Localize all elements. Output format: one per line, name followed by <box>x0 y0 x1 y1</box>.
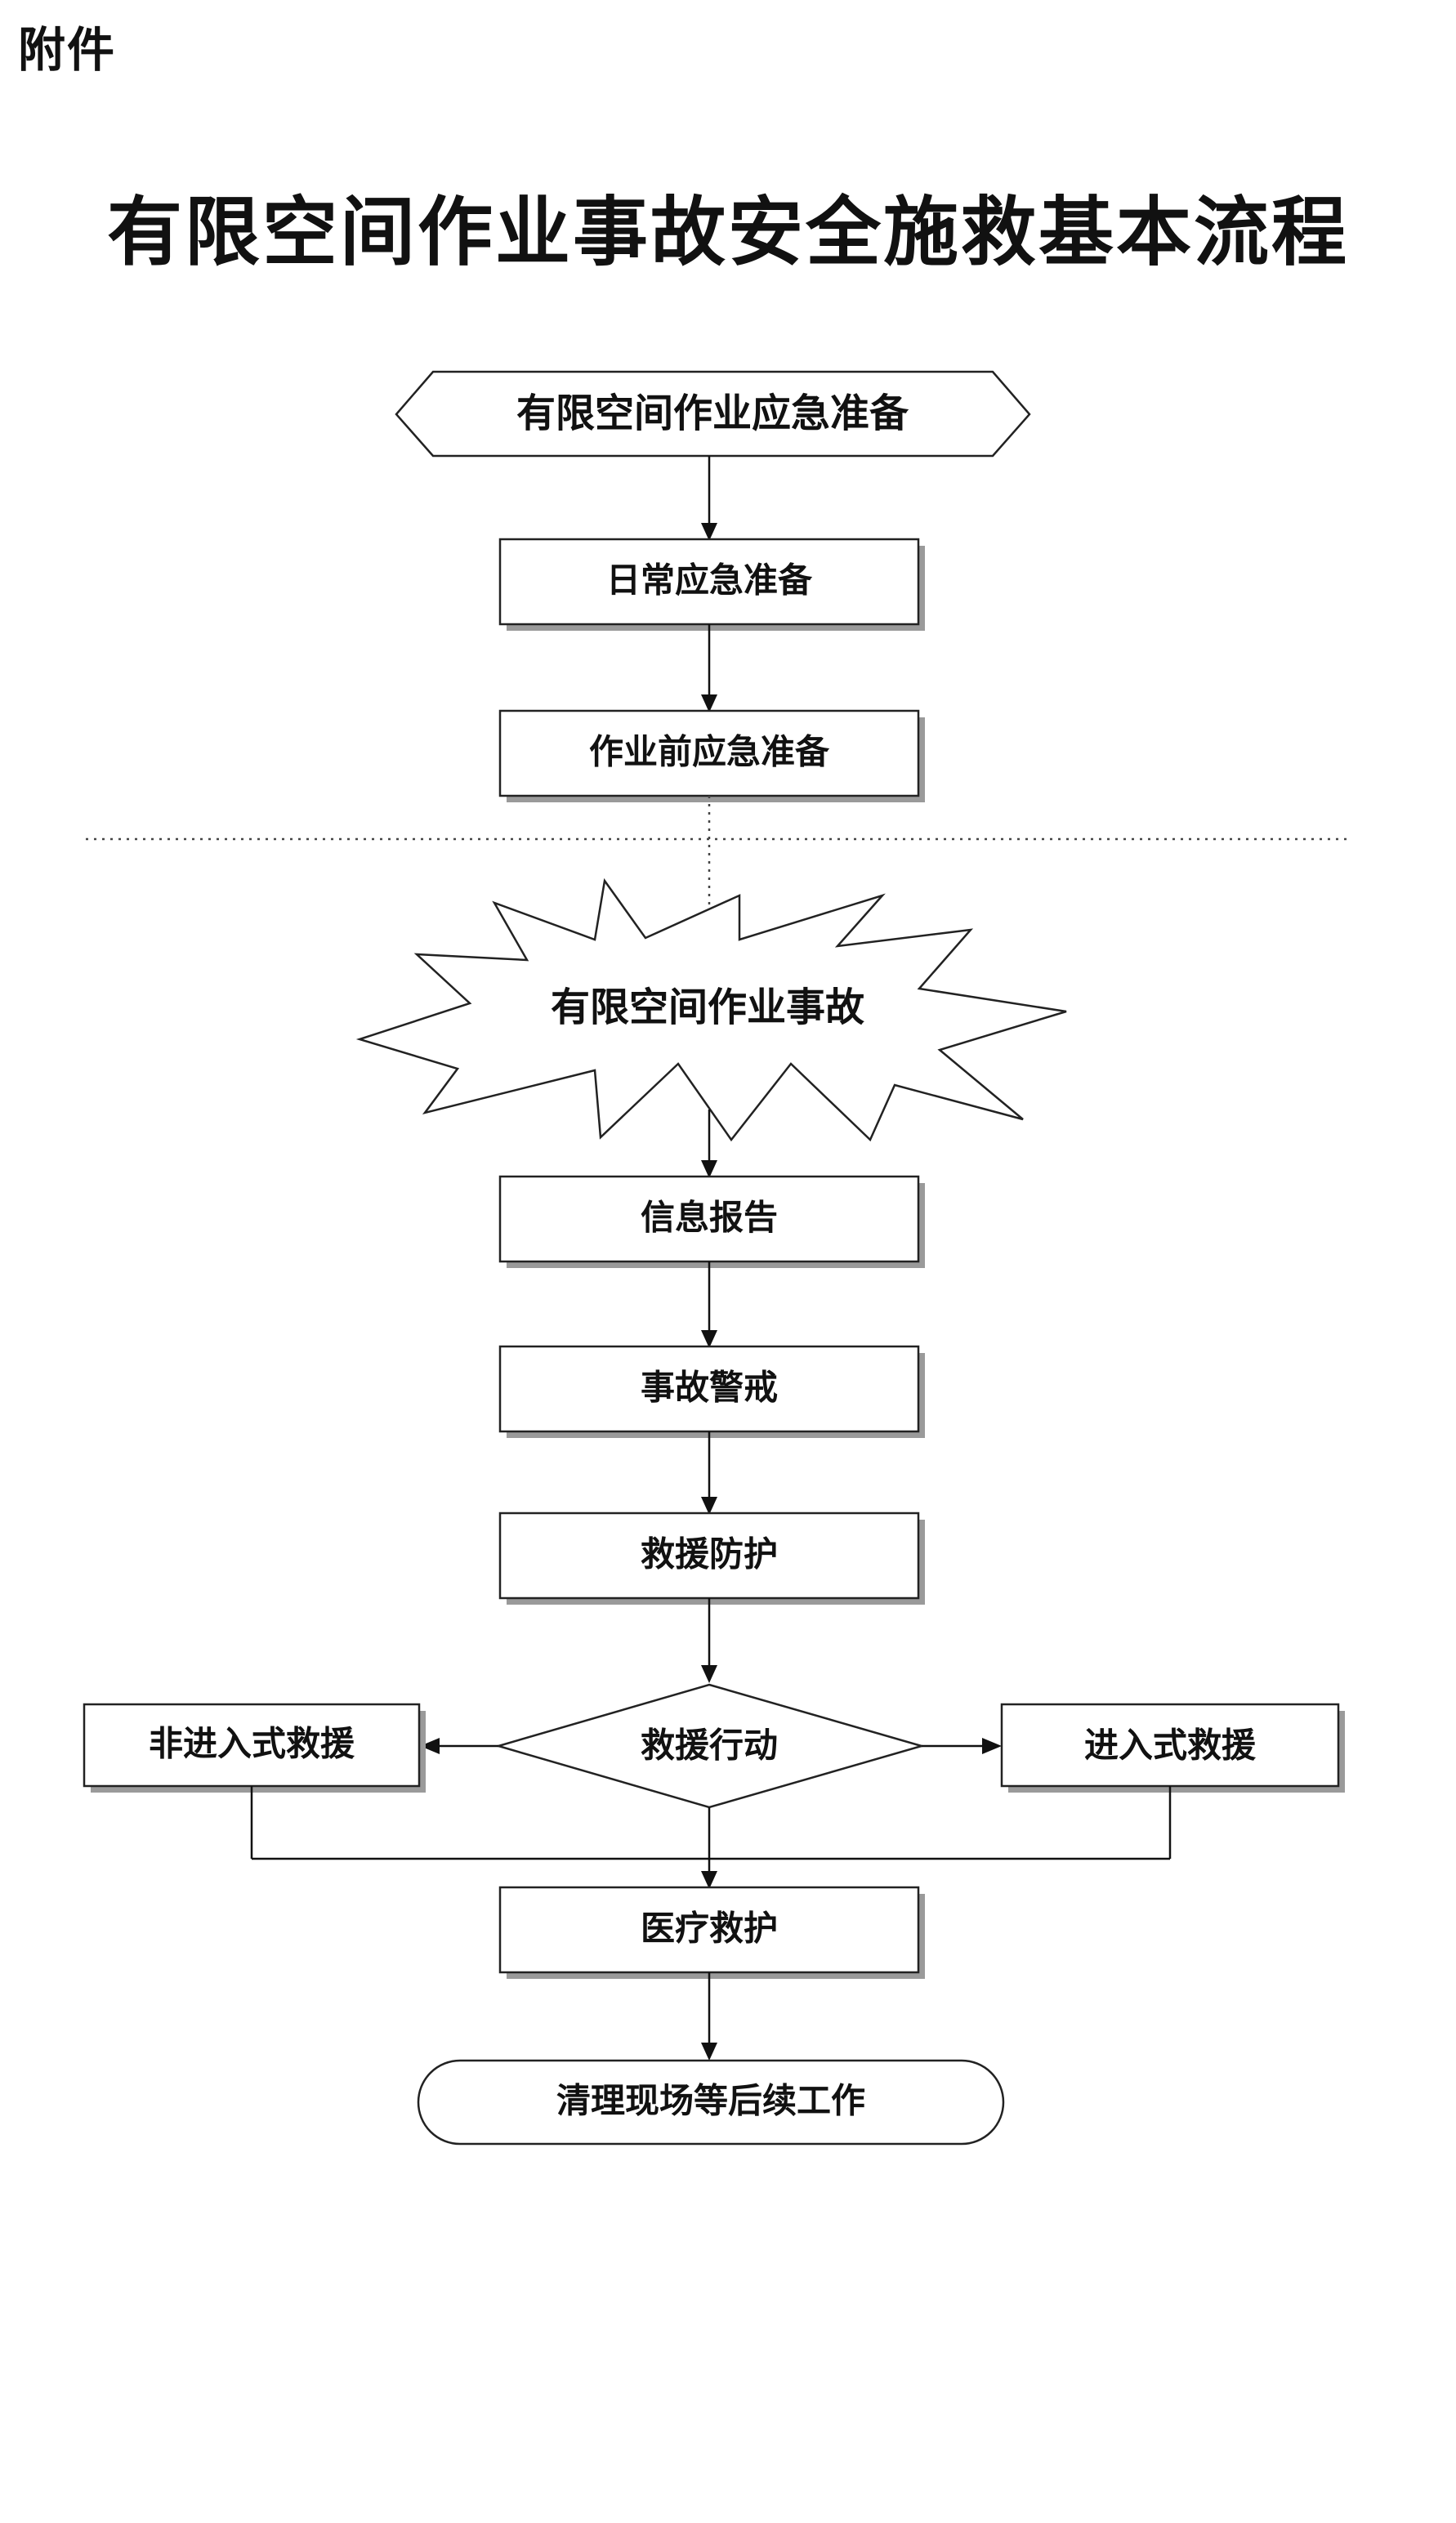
connector-accident-to-report <box>701 1110 717 1178</box>
node-cleanup: 清理现场等后续工作 <box>417 2059 1005 2146</box>
node-non-entry-rescue-label: 非进入式救援 <box>149 1724 355 1764</box>
connector-merge-to-medical <box>250 1786 1172 1889</box>
node-info-report: 信息报告 <box>498 1175 925 1268</box>
connector-daily-to-prework <box>701 624 717 712</box>
node-accident-label: 有限空间作业事故 <box>551 985 864 1030</box>
node-info-report-label: 信息报告 <box>641 1198 778 1238</box>
node-emergency-prep-label: 有限空间作业应急准备 <box>516 391 909 436</box>
node-pre-work-prep: 作业前应急准备 <box>498 709 925 802</box>
node-entry-rescue: 进入式救援 <box>1000 1703 1345 1793</box>
page-title: 有限空间作业事故安全施救基本流程 <box>106 188 1349 276</box>
connector-medical-to-cleanup <box>701 1972 717 2061</box>
connector-report-to-alert <box>701 1262 717 1348</box>
node-cleanup-label: 清理现场等后续工作 <box>556 2081 865 2121</box>
node-accident-alert: 事故警戒 <box>498 1345 925 1438</box>
node-daily-prep: 日常应急准备 <box>498 538 925 631</box>
node-emergency-prep: 有限空间作业应急准备 <box>395 370 1031 458</box>
connector-emergency-to-daily <box>701 456 717 541</box>
connector-protection-to-action <box>701 1598 717 1683</box>
node-medical-aid: 医疗救护 <box>498 1886 925 1979</box>
node-rescue-action: 救援行动 <box>494 1683 926 1809</box>
node-rescue-protection: 救援防护 <box>498 1512 925 1605</box>
node-entry-rescue-label: 进入式救援 <box>1084 1726 1257 1766</box>
connector-action-to-non-entry <box>420 1738 498 1754</box>
node-accident: 有限空间作业事故 <box>355 877 1067 1142</box>
node-non-entry-rescue: 非进入式救援 <box>83 1703 426 1793</box>
node-accident-alert-label: 事故警戒 <box>641 1368 778 1408</box>
node-daily-prep-label: 日常应急准备 <box>606 560 813 601</box>
node-medical-aid-label: 医疗救护 <box>641 1909 778 1949</box>
attachment-label: 附件 <box>18 22 117 78</box>
connector-alert-to-protection <box>701 1431 717 1515</box>
node-pre-work-prep-label: 作业前应急准备 <box>589 732 830 772</box>
connector-action-to-entry <box>922 1738 1002 1754</box>
node-rescue-protection-label: 救援防护 <box>641 1534 778 1574</box>
node-rescue-action-label: 救援行动 <box>641 1726 778 1766</box>
